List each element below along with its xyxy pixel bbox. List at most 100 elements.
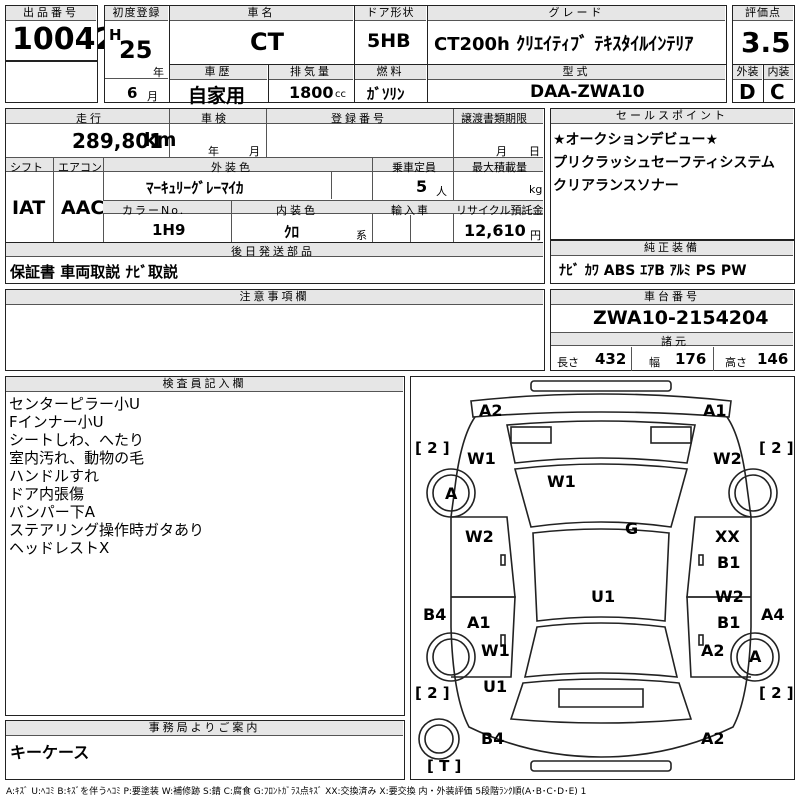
reg-year-unit: 年: [153, 66, 164, 79]
score-cell: 評価点 3.5: [732, 5, 795, 65]
office-block: 事務局よりご案内 キーケース: [5, 720, 405, 780]
caution-label: 注意事項欄: [6, 290, 543, 305]
import-label: 輸入車: [391, 204, 430, 217]
displacement: 1800: [289, 83, 334, 102]
lot-number-label: 出品番号: [6, 6, 96, 21]
shift-label: シフト: [10, 161, 43, 174]
max-load-unit: kg: [529, 183, 543, 196]
damage-code: A: [445, 484, 458, 503]
sales-line-1: ★オークションデビュー★: [553, 132, 719, 148]
capacity-unit: 人: [436, 185, 447, 198]
interior-label: 内装: [764, 65, 793, 80]
inspector-note: ステアリング操作時ガタあり: [9, 521, 205, 539]
displacement-unit: cc: [335, 89, 346, 100]
damage-code: U1: [591, 587, 616, 606]
car-name: CT: [250, 28, 284, 56]
int-color-label: 内装色: [276, 204, 318, 217]
ext-color-label: 外装色: [211, 161, 253, 174]
inspector-label: 検査員記入欄: [6, 377, 403, 392]
score-label: 評価点: [733, 6, 793, 21]
equipment-label: 純正装備: [551, 241, 793, 256]
sales-line-3: クリアランスソナー: [553, 178, 679, 194]
later-parts-label: 後日発送部品: [231, 245, 315, 258]
reg-month-unit: 月: [147, 90, 158, 103]
width: 176: [675, 350, 707, 368]
grade-cell: グレード CT200h ｸﾘｴｲﾃｨﾌﾞ ﾃｷｽﾀｲﾙｲﾝﾃﾘｱ: [427, 5, 727, 65]
model: DAA-ZWA10: [530, 82, 645, 102]
damage-code: A4: [761, 605, 785, 624]
damage-code: W1: [467, 449, 496, 468]
transfer-day-unit: 日: [529, 145, 540, 158]
length: 432: [595, 350, 627, 368]
sales-line-2: プリクラッシュセーフティシステム: [553, 155, 775, 171]
office-label: 事務局よりご案内: [6, 721, 403, 736]
damage-code: W2: [465, 527, 494, 546]
lot-number: 10042: [12, 22, 117, 57]
legend: A:ｷｽﾞ U:ﾍｺﾐ B:ｷｽﾞを伴うﾍｺﾐ P:要塗装 W:補修跡 S:錆 …: [6, 787, 587, 797]
damage-code: W1: [481, 641, 510, 660]
history-label: 車歴: [170, 65, 267, 80]
equipment-list: ﾅﾋﾞ ｶﾜ ABS ｴｱB ｱﾙﾐ PS PW: [559, 263, 747, 279]
length-label: 長さ: [557, 356, 579, 369]
damage-code: A2: [701, 729, 725, 748]
office-note: キーケース: [10, 743, 90, 762]
car-diagram: [ 2 ] [ 2 ] [ 2 ] [ 2 ] [ T ] A2 A1 W1 W…: [410, 376, 795, 780]
height: 146: [757, 350, 789, 368]
history: 自家用: [188, 85, 246, 107]
score: 3.5: [741, 26, 791, 59]
inspector-note: センターピラー小U: [9, 395, 140, 413]
first-reg-cell: 初度登録 H 25 年 6 月: [104, 5, 170, 103]
sales-point-label: セールスポイント: [551, 109, 793, 124]
damage-code: A2: [479, 401, 503, 420]
capacity: 5: [416, 177, 428, 196]
damage-code: W1: [547, 472, 576, 491]
color-no: 1H9: [152, 221, 186, 239]
chassis-number: ZWA10-2154204: [593, 307, 769, 329]
first-reg-label: 初度登録: [105, 6, 168, 21]
damage-code: W2: [713, 449, 742, 468]
inspector-notes: センターピラー小U Fインナー小U シートしわ、へたり 室内汚れ、動物の毛 ハン…: [9, 395, 204, 557]
int-color-unit: 系: [356, 229, 367, 242]
model-label: 型式: [428, 65, 725, 80]
displacement-label: 排気量: [269, 65, 353, 80]
damage-code: B4: [423, 605, 447, 624]
height-label: 高さ: [725, 356, 747, 369]
damage-code: B4: [481, 729, 505, 748]
spec-block: 走行 車検 登録番号 譲渡書類期限 289,801 km 年 月 月 日 シフト…: [5, 108, 545, 284]
max-load-label: 最大積載量: [472, 161, 527, 174]
grade: CT200h ｸﾘｴｲﾃｨﾌﾞ ﾃｷｽﾀｲﾙｲﾝﾃﾘｱ: [434, 34, 694, 55]
tyre-label-spare: [ T ]: [427, 757, 462, 775]
shift: IAT: [12, 197, 46, 219]
recycle-unit: 円: [530, 229, 541, 242]
ac: AAC: [61, 197, 105, 219]
inspector-note: Fインナー小U: [9, 413, 104, 431]
transfer-month-unit: 月: [496, 145, 507, 158]
tyre-label-rr: [ 2 ]: [759, 684, 794, 702]
lot-number-cell: 出品番号 10042: [5, 5, 116, 61]
era: H: [109, 26, 122, 44]
damage-code: A2: [701, 641, 725, 660]
width-label: 幅: [649, 356, 660, 369]
lot-number-blank: [5, 61, 98, 103]
header-block: 出品番号 10042 初度登録 H 25 年 6 月 車名 CT ドア形状 5H…: [5, 5, 795, 107]
damage-code: W2: [715, 587, 744, 606]
exterior-label: 外装: [733, 65, 762, 80]
inspector-block: 検査員記入欄 センターピラー小U Fインナー小U シートしわ、へたり 室内汚れ、…: [5, 376, 405, 716]
chassis-block: 車台番号 ZWA10-2154204 諸元 長さ 432 幅 176 高さ 14…: [550, 289, 795, 371]
mileage: 289,801: [72, 129, 164, 153]
inspector-note: シートしわ、へたり: [9, 431, 145, 449]
damage-code: A1: [467, 613, 491, 632]
displacement-cell: 排気量 1800 cc: [268, 64, 355, 103]
transfer-label: 譲渡書類期限: [461, 112, 527, 125]
damage-code: A: [749, 647, 762, 666]
car-outline: [418, 380, 780, 772]
inspection-year-unit: 年: [208, 145, 219, 158]
door-label: ドア形状: [355, 6, 426, 21]
tyre-label-rl: [ 2 ]: [415, 684, 450, 702]
damage-code: B1: [717, 553, 741, 572]
reg-no-label: 登録番号: [331, 112, 387, 125]
ac-label: エアコン: [58, 161, 102, 174]
inspection-month-unit: 月: [249, 145, 260, 158]
car-name-cell: 車名 CT: [169, 5, 355, 65]
inspector-note: バンパー下A: [9, 503, 96, 521]
